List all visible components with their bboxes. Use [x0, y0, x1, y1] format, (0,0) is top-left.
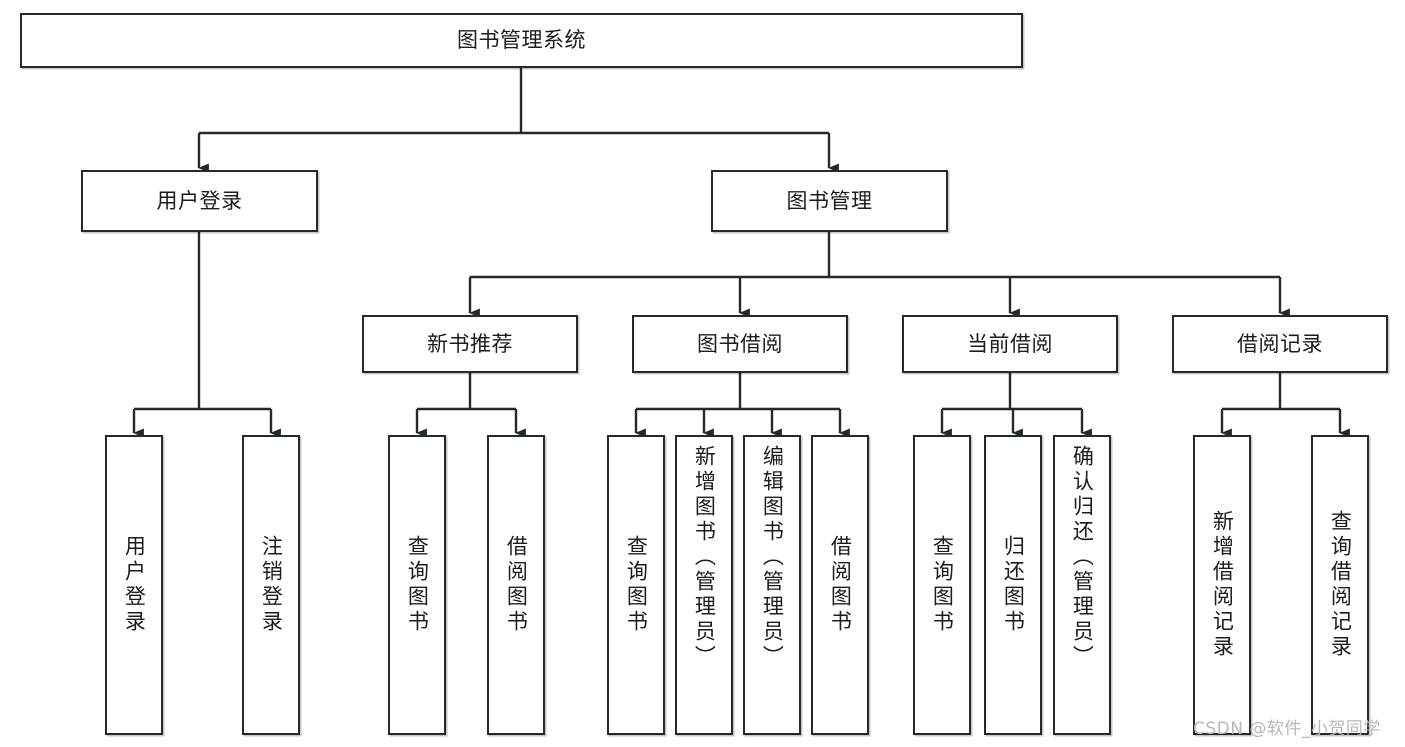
node-leaf-return-book-label: 归还图书: [1001, 535, 1026, 635]
node-leaf-add-book-admin-label: 新增图书（管理员）: [692, 445, 717, 670]
node-leaf-add-borrow-record[interactable]: 新增借阅记录: [1193, 435, 1251, 735]
node-leaf-borrow-book-1[interactable]: 借阅图书: [487, 435, 545, 735]
node-book-management-label: 图书管理: [786, 188, 873, 213]
node-leaf-user-login-label: 用户登录: [122, 535, 147, 635]
node-book-management[interactable]: 图书管理: [711, 170, 948, 232]
node-leaf-user-login[interactable]: 用户登录: [105, 435, 163, 735]
node-leaf-query-book-3-label: 查询图书: [930, 535, 955, 635]
node-root-label: 图书管理系统: [457, 28, 586, 53]
node-borrow-record-label: 借阅记录: [1237, 331, 1323, 356]
node-leaf-edit-book-admin-label: 编辑图书（管理员）: [760, 445, 785, 670]
node-leaf-query-borrow-record[interactable]: 查询借阅记录: [1311, 435, 1369, 735]
node-new-book-recommend[interactable]: 新书推荐: [362, 315, 578, 373]
node-book-borrow[interactable]: 图书借阅: [632, 315, 848, 373]
node-leaf-query-book-2[interactable]: 查询图书: [607, 435, 665, 735]
node-user-login[interactable]: 用户登录: [81, 170, 318, 232]
node-leaf-borrow-book-1-label: 借阅图书: [504, 535, 529, 635]
node-leaf-logout-label: 注销登录: [259, 535, 284, 635]
node-leaf-logout[interactable]: 注销登录: [242, 435, 300, 735]
node-leaf-query-book-2-label: 查询图书: [624, 535, 649, 635]
node-leaf-query-book-1[interactable]: 查询图书: [388, 435, 446, 735]
node-leaf-edit-book-admin[interactable]: 编辑图书（管理员）: [743, 435, 801, 735]
watermark-text: CSDN @软件_小贺同学: [1193, 719, 1381, 739]
node-current-borrow[interactable]: 当前借阅: [902, 315, 1118, 373]
node-leaf-borrow-book-2[interactable]: 借阅图书: [811, 435, 869, 735]
node-leaf-query-borrow-record-label: 查询借阅记录: [1328, 510, 1353, 660]
node-leaf-confirm-return-admin[interactable]: 确认归还（管理员）: [1053, 435, 1111, 735]
node-leaf-query-book-1-label: 查询图书: [405, 535, 430, 635]
node-leaf-confirm-return-admin-label: 确认归还（管理员）: [1070, 445, 1095, 670]
node-user-login-label: 用户登录: [156, 188, 243, 213]
node-borrow-record[interactable]: 借阅记录: [1172, 315, 1388, 373]
node-new-book-recommend-label: 新书推荐: [427, 331, 513, 356]
node-leaf-add-book-admin[interactable]: 新增图书（管理员）: [675, 435, 733, 735]
node-root[interactable]: 图书管理系统: [20, 13, 1023, 68]
node-leaf-query-book-3[interactable]: 查询图书: [913, 435, 971, 735]
node-leaf-add-borrow-record-label: 新增借阅记录: [1210, 510, 1235, 660]
node-leaf-borrow-book-2-label: 借阅图书: [828, 535, 853, 635]
node-leaf-return-book[interactable]: 归还图书: [984, 435, 1042, 735]
node-current-borrow-label: 当前借阅: [967, 331, 1053, 356]
node-book-borrow-label: 图书借阅: [697, 331, 783, 356]
